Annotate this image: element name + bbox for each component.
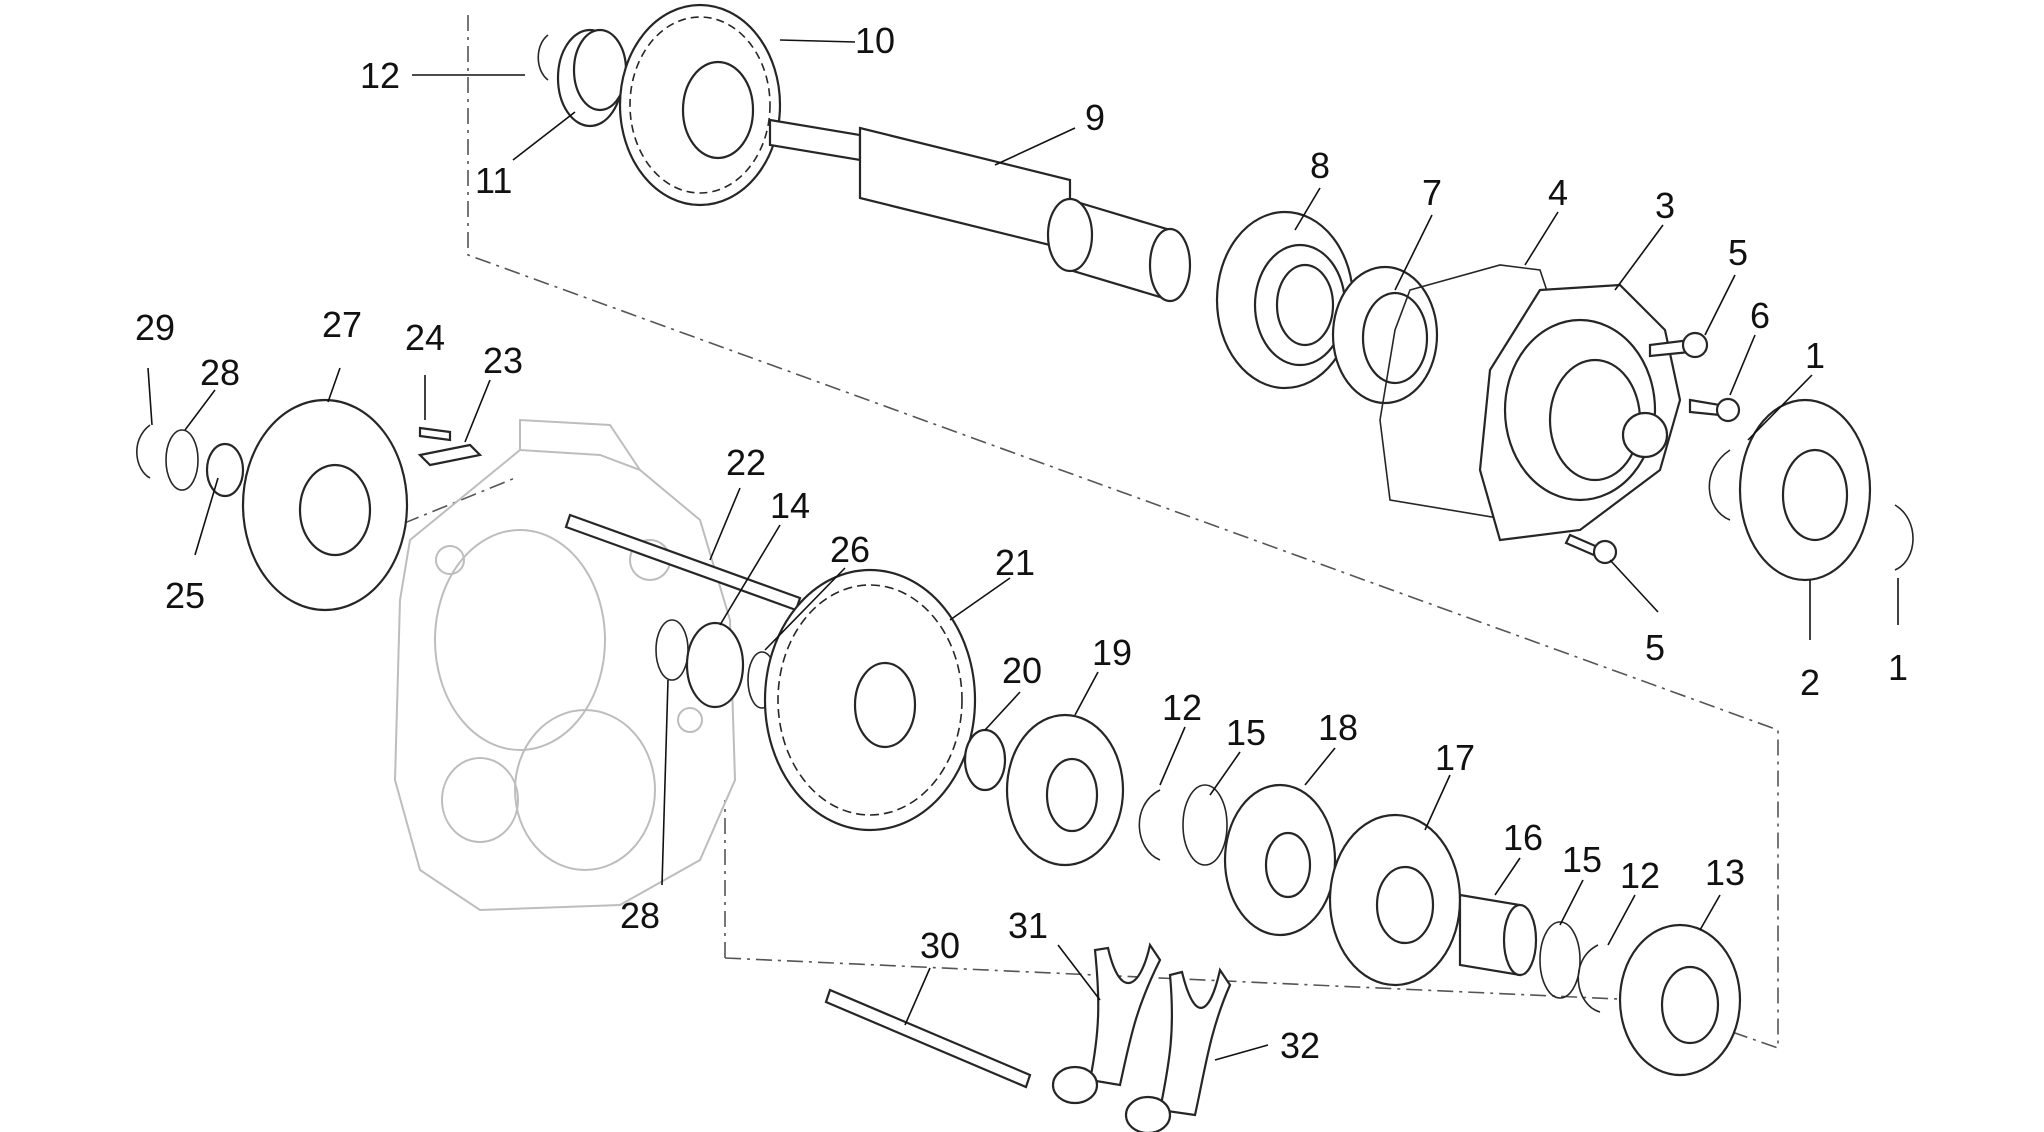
washer-28-left (165, 429, 199, 491)
callout-27: 27 (322, 304, 362, 345)
gear-10 (618, 3, 782, 207)
callout-22: 22 (726, 442, 766, 483)
callout-12-middle: 12 (1162, 687, 1202, 728)
callout-31: 31 (1008, 905, 1048, 946)
screw-24 (418, 426, 452, 442)
main-shaft (768, 118, 1192, 303)
washer-28-center (655, 619, 689, 681)
callout-15-lower: 15 (1562, 839, 1602, 880)
oil-seal (1331, 265, 1439, 405)
circlip-29 (136, 424, 151, 479)
callout-30: 30 (920, 925, 960, 966)
circlip-12-middle (1138, 789, 1161, 861)
callout-26: 26 (830, 529, 870, 570)
sprocket-cover (1478, 283, 1682, 542)
gear-21 (763, 568, 977, 832)
bushing-top (556, 28, 628, 128)
gear-13 (1618, 923, 1742, 1077)
leader-lines (147, 39, 1899, 1061)
callout-28-left: 28 (200, 352, 240, 393)
callout-28-center: 28 (620, 895, 660, 936)
assembly-outline-lower (374, 477, 726, 958)
crankcase-housing (393, 418, 737, 912)
needle-bearing-20 (963, 728, 1007, 792)
callout-32: 32 (1280, 1025, 1320, 1066)
callout-24: 24 (405, 317, 445, 358)
screw-upper-head (1681, 331, 1709, 359)
callout-6: 6 (1750, 295, 1770, 336)
callout-19: 19 (1092, 632, 1132, 673)
shift-fork-31 (1051, 942, 1162, 1105)
callout-21: 21 (995, 542, 1035, 583)
callout-23: 23 (483, 340, 523, 381)
bushing-16 (1458, 893, 1538, 977)
callout-5-top: 5 (1728, 232, 1748, 273)
bearing-14 (685, 621, 745, 709)
washer-15-middle (1182, 784, 1228, 866)
callout-4: 4 (1548, 172, 1568, 213)
fork-shaft-30 (824, 988, 1032, 1089)
callout-7: 7 (1422, 172, 1442, 213)
callout-25: 25 (165, 575, 205, 616)
gear-27 (241, 398, 409, 612)
callout-15-middle: 15 (1226, 712, 1266, 753)
callout-12-lower: 12 (1620, 855, 1660, 896)
callout-5-bottom: 5 (1645, 627, 1665, 668)
callout-3: 3 (1655, 185, 1675, 226)
bolt-6-head (1715, 397, 1741, 423)
callout-9: 9 (1085, 97, 1105, 138)
callout-13: 13 (1705, 852, 1745, 893)
ball-bearing (1215, 210, 1355, 390)
gear-19 (1005, 713, 1125, 867)
callout-10: 10 (855, 20, 895, 61)
gear-17 (1328, 813, 1462, 987)
callout-8: 8 (1310, 145, 1330, 186)
plate-23 (417, 443, 483, 467)
circlip-left (1708, 449, 1731, 521)
screw-lower-head (1592, 539, 1618, 565)
shaft-22 (564, 513, 802, 612)
callout-1-bottom: 1 (1888, 647, 1908, 688)
bolt-6 (1688, 398, 1722, 417)
callout-14: 14 (770, 485, 810, 526)
callout-2: 2 (1800, 662, 1820, 703)
callout-18: 18 (1318, 707, 1358, 748)
circlip-12-lower (1577, 944, 1601, 1013)
shift-fork-32 (1124, 967, 1232, 1132)
callout-16: 16 (1503, 817, 1543, 858)
callout-20: 20 (1002, 650, 1042, 691)
callout-29: 29 (135, 307, 175, 348)
callout-17: 17 (1435, 737, 1475, 778)
circlip-top (537, 34, 549, 81)
washer-15-lower (1539, 921, 1581, 999)
callout-1-top: 1 (1805, 335, 1825, 376)
circlip-right (1894, 504, 1914, 571)
callout-11: 11 (475, 160, 512, 201)
front-sprocket (1738, 398, 1872, 582)
callout-12-top: 12 (360, 55, 400, 96)
gear-18 (1223, 783, 1337, 937)
needle-bearing-25 (205, 442, 245, 498)
